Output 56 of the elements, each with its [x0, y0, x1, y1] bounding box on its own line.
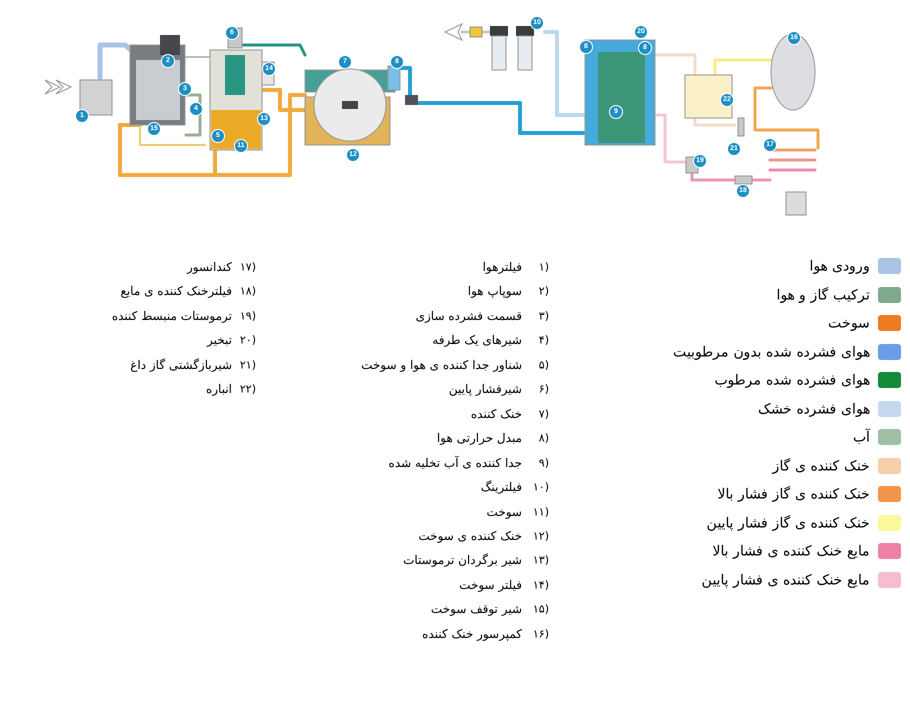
legend-text: سوخت	[828, 314, 870, 332]
item-number: ۲۰)	[240, 334, 256, 347]
legend-text: ورودی هوا	[810, 258, 870, 274]
legend-text: خنک کننده ی گاز فشار پایین	[706, 514, 870, 531]
item-number: ۱۲)	[532, 529, 549, 542]
item-number: ۱۴)	[532, 578, 549, 592]
item-number: ۷)	[538, 407, 549, 420]
part-name: ترموستات منبسط کننده	[112, 308, 232, 323]
part-name: جدا کننده ی آب تخلیه شده	[388, 456, 522, 470]
part-name: فیلترهوا	[482, 260, 522, 274]
item-number: ۴)	[538, 334, 549, 347]
part-name: شناور جدا کننده ی هوا و سوخت	[361, 358, 522, 372]
item-number: ۱)	[538, 260, 549, 274]
part-name: خنک کننده ی سوخت	[418, 528, 522, 543]
item-number: ۱۷)	[240, 260, 256, 274]
item-number: ۱۹)	[240, 309, 256, 322]
item-number: ۸)	[538, 432, 549, 445]
legend-text: خنک کننده ی گاز	[772, 457, 870, 474]
item-number: ۱۵)	[532, 602, 549, 616]
item-number: ۲)	[538, 284, 549, 298]
part-name: فیلترینگ	[480, 480, 522, 494]
item-number: ۶)	[538, 382, 549, 396]
item-number: ۵)	[538, 358, 549, 372]
legend-text: مایع خنک کننده ی فشار پایین	[702, 571, 870, 588]
part-name: سوپاپ هوا	[468, 284, 522, 298]
part-name: مبدل حرارتی هوا	[436, 431, 522, 446]
legend-text: هوای فشرده شده بدون مرطوبیت	[673, 343, 870, 360]
legend-text: آب	[853, 428, 870, 446]
part-name: تبخیر	[207, 333, 232, 348]
item-number: ۱۸)	[240, 284, 256, 298]
part-name: قسمت فشرده سازی	[416, 308, 522, 323]
part-name: کندانسور	[186, 260, 232, 274]
part-name: شیر توقف سوخت	[430, 602, 522, 616]
legend-text: هوای فشرده خشک	[758, 400, 870, 417]
part-name: خنک کننده	[470, 406, 522, 421]
part-name: شیر برگردان ترموستات	[403, 553, 522, 568]
legend-text: هوای فشرده شده مرطوب	[714, 372, 870, 388]
item-number: ۳)	[538, 309, 549, 322]
item-number: ۱۰)	[532, 480, 549, 494]
legend-text: مایع خنک کننده ی فشار بالا	[712, 542, 870, 560]
item-number: ۲۲)	[240, 382, 256, 396]
part-name: شیربازگشتی گاز داغ	[130, 358, 232, 372]
legend-text: ترکیب گاز و هوا	[776, 286, 870, 303]
item-number: ۲۱)	[240, 358, 256, 372]
legend-text: خنک کننده ی گاز فشار بالا	[718, 486, 870, 502]
item-number: ۱۱)	[532, 505, 549, 518]
item-number: ۹)	[538, 456, 549, 470]
part-name: شیرهای یک طرفه	[432, 333, 522, 348]
part-name: فیلترخنک کننده ی مایع	[120, 284, 232, 298]
part-name: شیرفشار پایین	[448, 382, 522, 396]
part-name: کمپرسور خنک کننده	[422, 626, 522, 641]
item-number: ۱۶)	[532, 627, 549, 640]
item-number: ۱۳)	[532, 554, 549, 567]
part-name: فیلتر سوخت	[459, 578, 522, 592]
part-name: سوخت	[486, 504, 522, 518]
part-name: انباره	[206, 382, 232, 396]
